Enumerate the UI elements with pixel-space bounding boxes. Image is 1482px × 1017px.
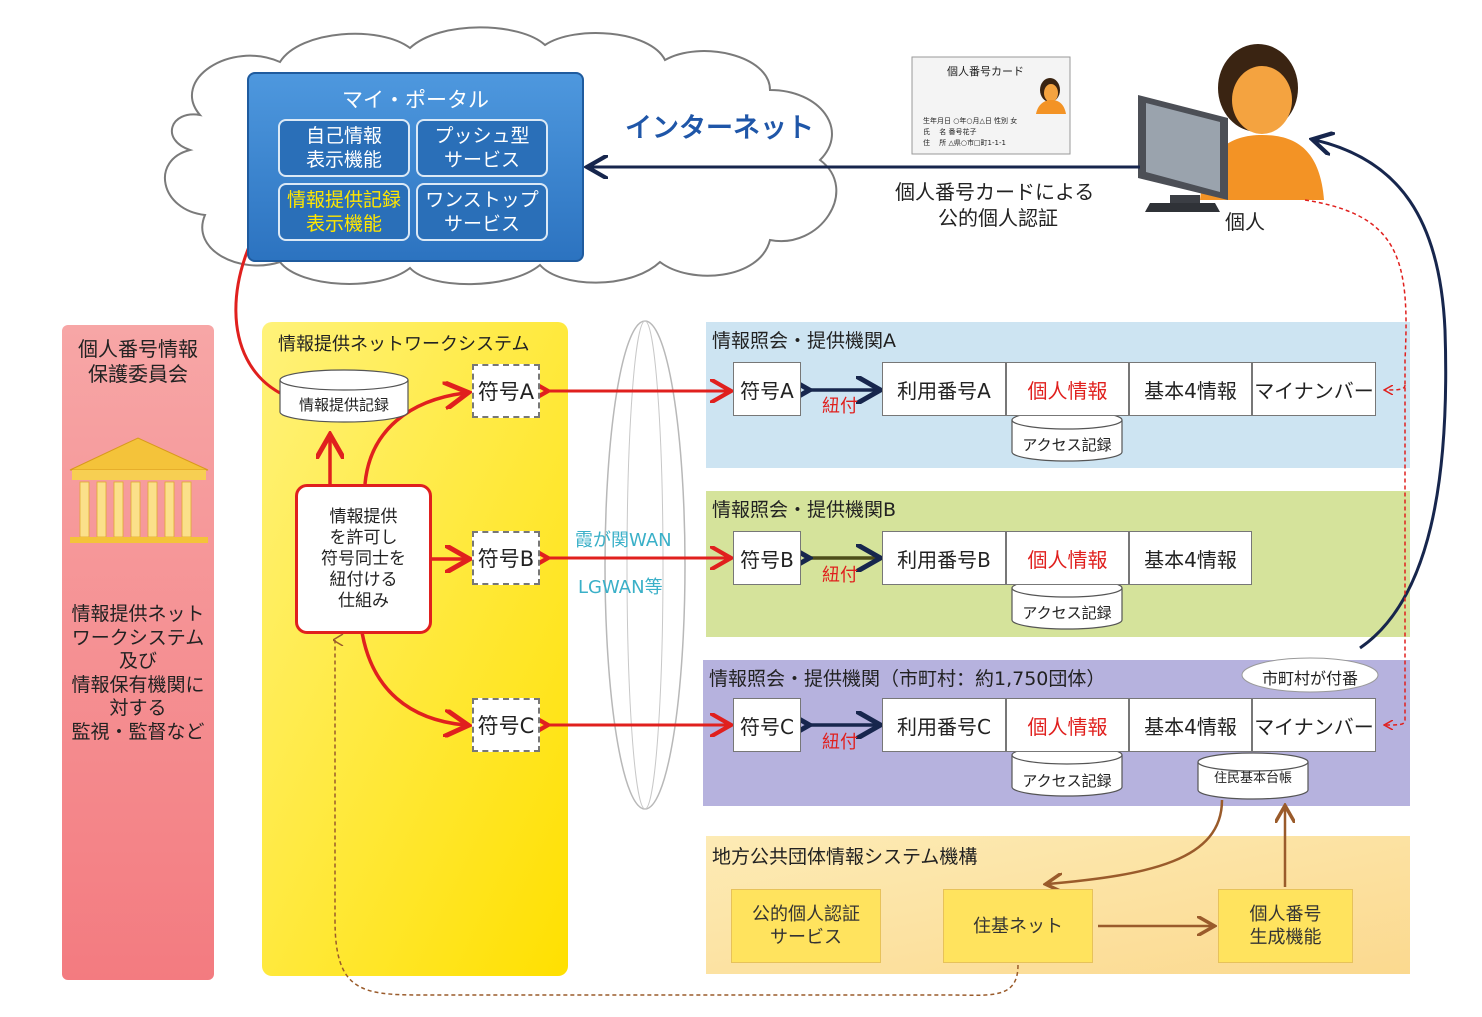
my-portal-title: マイ・ポータル [342,88,489,112]
provision-record-button[interactable]: 情報提供記録表示機能 [278,183,410,241]
resident-registry-label: 住民基本台帳 [1213,771,1292,786]
agency-b-code: 符号B [733,531,801,585]
agency-c-mynumber: マイナンバー [1252,698,1376,752]
agency-a-access-log: アクセス記録 [1022,436,1112,454]
wan-ellipse [604,320,686,810]
agency-b-basic4: 基本4情報 [1129,531,1252,585]
agency-a-personal-info: 個人情報 [1006,362,1129,416]
agency-a-code: 符号A [733,362,801,416]
network-code-c: 符号C [472,698,540,752]
juki-to-mechanism-dashed [335,640,1019,996]
agency-c-access-log: アクセス記録 [1022,772,1112,790]
agency-c-title: 情報照会・提供機関（市町村：約1,750団体） [709,668,1106,690]
agency-b-personal-info: 個人情報 [1006,531,1129,585]
card-row3: 住 所 △県○市□町1-1-1 [923,139,1006,147]
agency-a-use-number: 利用番号A [882,362,1006,416]
jlis-juki-net: 住基ネット [943,889,1093,963]
mynumber-return-arrow [1315,140,1448,650]
self-info-button[interactable]: 自己情報表示機能 [278,119,410,177]
push-service-button[interactable]: プッシュ型サービス [416,119,548,177]
committee-title-2: 保護委員会 [88,362,188,386]
card-title: 個人番号カード [947,65,1024,78]
agency-a-mynumber: マイナンバー [1252,362,1376,416]
card-row1: 生年月日 ○年○月△日 性別 女 [923,117,1018,125]
record-db-label: 情報提供記録 [298,396,389,414]
internet-label: インターネット [625,113,814,144]
agency-a-title: 情報照会・提供機関A [712,330,896,352]
network-code-b: 符号B [472,531,540,585]
agency-c-code: 符号C [733,698,801,752]
agency-b-access-log: アクセス記録 [1022,604,1112,622]
id-card [911,56,1071,155]
wan-label-2: LGWAN等 [578,577,663,598]
one-stop-button[interactable]: ワンストップサービス [416,183,548,241]
agency-a-link: 紐付 [822,396,858,417]
agency-b-link: 紐付 [822,565,858,586]
mechanism-box: 情報提供 を許可し 符号同士を 紐付ける 仕組み [295,484,432,634]
committee-desc: 情報提供ネット ワークシステム 及び 情報保有機関に 対する 監視・監督など [71,603,205,743]
parthenon-icon [69,437,209,543]
jlis-auth-service: 公的個人認証サービス [731,889,881,963]
network-code-a: 符号A [472,364,540,418]
auth-label-line2: 公的個人認証 [938,206,1058,230]
agency-c-use-number: 利用番号C [882,698,1006,752]
person-icon [1200,44,1324,200]
agency-a-basic4: 基本4情報 [1129,362,1252,416]
jlis-number-generation: 個人番号生成機能 [1218,889,1353,963]
agency-c-personal-info: 個人情報 [1006,698,1129,752]
agency-c-link: 紐付 [822,732,858,753]
municipality-bubble-label: 市町村が付番 [1261,669,1358,688]
auth-label-line1: 個人番号カードによる [895,180,1095,204]
person-label: 個人 [1225,210,1265,234]
municipality-bubble [1241,657,1379,693]
jlis-title: 地方公共団体情報システム機構 [712,846,978,868]
network-system-title: 情報提供ネットワークシステム [278,334,530,355]
mynumber-issue-dashed [1304,199,1407,725]
card-row2: 氏 名 番号花子 [923,128,977,136]
agency-c-basic4: 基本4情報 [1129,698,1252,752]
agency-b-title: 情報照会・提供機関B [712,499,897,521]
computer-icon [1138,95,1228,212]
wan-label-1: 霞が関WAN [575,530,672,551]
agency-b-use-number: 利用番号B [882,531,1006,585]
committee-title-1: 個人番号情報 [78,337,198,361]
